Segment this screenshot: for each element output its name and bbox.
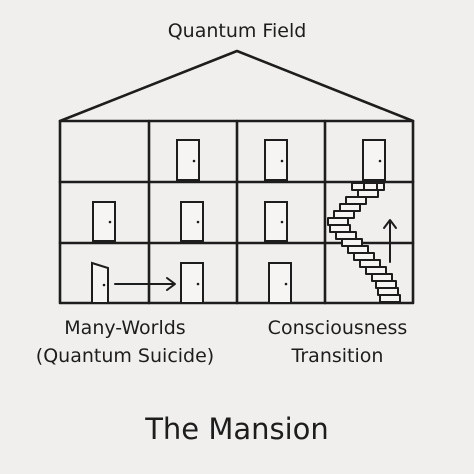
stair-step — [359, 259, 381, 268]
roof-label: Quantum Field — [167, 20, 307, 42]
open-door-icon — [91, 261, 109, 304]
many-worlds-label: Many-Worlds (Quantum Suicide) — [5, 314, 245, 370]
stair-step — [341, 238, 363, 247]
many-worlds-line-1: Many-Worlds — [64, 317, 186, 339]
stair-step — [335, 231, 357, 240]
stair-step — [375, 280, 397, 289]
door-r3-c2 — [180, 262, 204, 304]
consciousness-label: Consciousness Transition — [220, 314, 455, 370]
door-r2-c1 — [92, 201, 116, 242]
door-r1-c4 — [362, 139, 386, 181]
door-r2-c2 — [180, 201, 204, 242]
staircase-icon — [327, 182, 401, 303]
consciousness-line-1: Consciousness — [267, 317, 408, 339]
consciousness-line-2: Transition — [291, 345, 384, 367]
stair-step — [363, 182, 385, 191]
stair-step — [377, 287, 399, 296]
stair-step — [329, 224, 351, 233]
stair-step — [327, 217, 349, 226]
stair-step — [345, 196, 367, 205]
door-r1-c3 — [264, 139, 288, 181]
stair-step — [339, 203, 361, 212]
stair-step — [371, 273, 393, 282]
door-r2-c3 — [264, 201, 288, 242]
stair-step — [357, 189, 379, 198]
stair-step — [365, 266, 387, 275]
stair-step — [353, 252, 375, 261]
many-worlds-line-2: (Quantum Suicide) — [35, 345, 215, 367]
diagram-caption: The Mansion — [145, 412, 329, 446]
stair-step — [379, 294, 401, 303]
roof — [58, 49, 415, 123]
stair-step — [347, 245, 369, 254]
stair-step — [333, 210, 355, 219]
door-r1-c2 — [176, 139, 200, 181]
door-r3-c3 — [268, 262, 292, 304]
arrow-right-icon — [114, 277, 176, 291]
arrow-up-icon — [383, 219, 397, 263]
